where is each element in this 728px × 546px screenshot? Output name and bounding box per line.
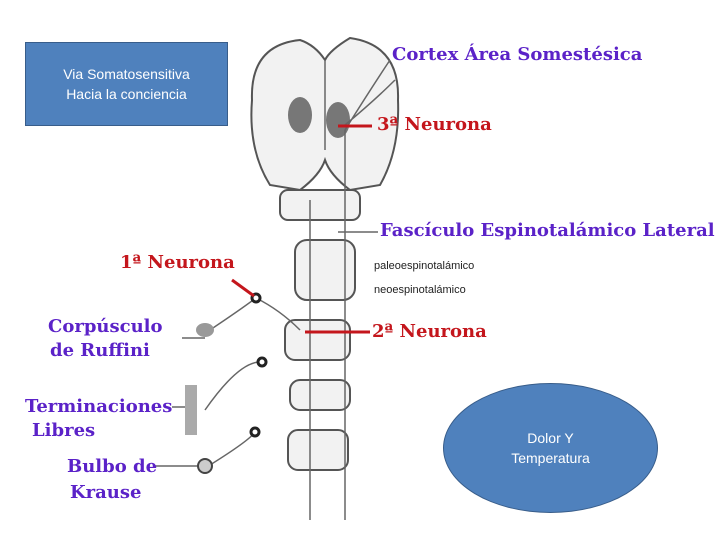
ruffini-label-2: de Ruffini	[50, 340, 150, 361]
midbrain	[279, 189, 361, 221]
ruffini-corpuscle	[196, 323, 214, 337]
libres-label-2: Libres	[32, 420, 96, 441]
title-line-1: Via Somatosensitiva	[63, 66, 190, 82]
neuron1-pointer	[231, 278, 255, 298]
krause-bulb	[197, 458, 213, 474]
cortex-label: Cortex Área Somestésica	[392, 44, 643, 65]
spinal-segment-1	[294, 239, 356, 301]
thalamus-left	[288, 97, 312, 133]
modality-ellipse: Dolor Y Temperatura	[443, 383, 658, 513]
title-line-2: Hacia la conciencia	[66, 86, 187, 102]
pathway-title-box: Via Somatosensitiva Hacia la conciencia	[25, 42, 228, 126]
neuron3-label: 3ª Neurona	[377, 114, 492, 135]
spinal-segment-4	[287, 429, 349, 471]
libres-label-1: Terminaciones	[25, 396, 173, 417]
krause-label-1: Bulbo de	[67, 456, 158, 477]
modality-line-1: Dolor Y	[527, 430, 574, 446]
ganglion-2	[256, 356, 268, 368]
neo-label: neoespinotalámico	[374, 284, 466, 296]
modality-line-2: Temperatura	[511, 450, 590, 466]
neuron2-label: 2ª Neurona	[372, 321, 487, 342]
krause-label-2: Krause	[70, 482, 142, 503]
fasciculo-label: Fascículo Espinotalámico Lateral	[380, 220, 715, 241]
free-endings	[185, 385, 197, 435]
paleo-label: paleoespinotalámico	[374, 260, 475, 272]
spinal-segment-2	[284, 319, 351, 361]
ganglion-3	[249, 426, 261, 438]
neuron1-label: 1ª Neurona	[120, 252, 235, 273]
ruffini-label-1: Corpúsculo	[48, 316, 163, 337]
thalamus-right	[326, 102, 350, 138]
spinal-segment-3	[289, 379, 351, 411]
